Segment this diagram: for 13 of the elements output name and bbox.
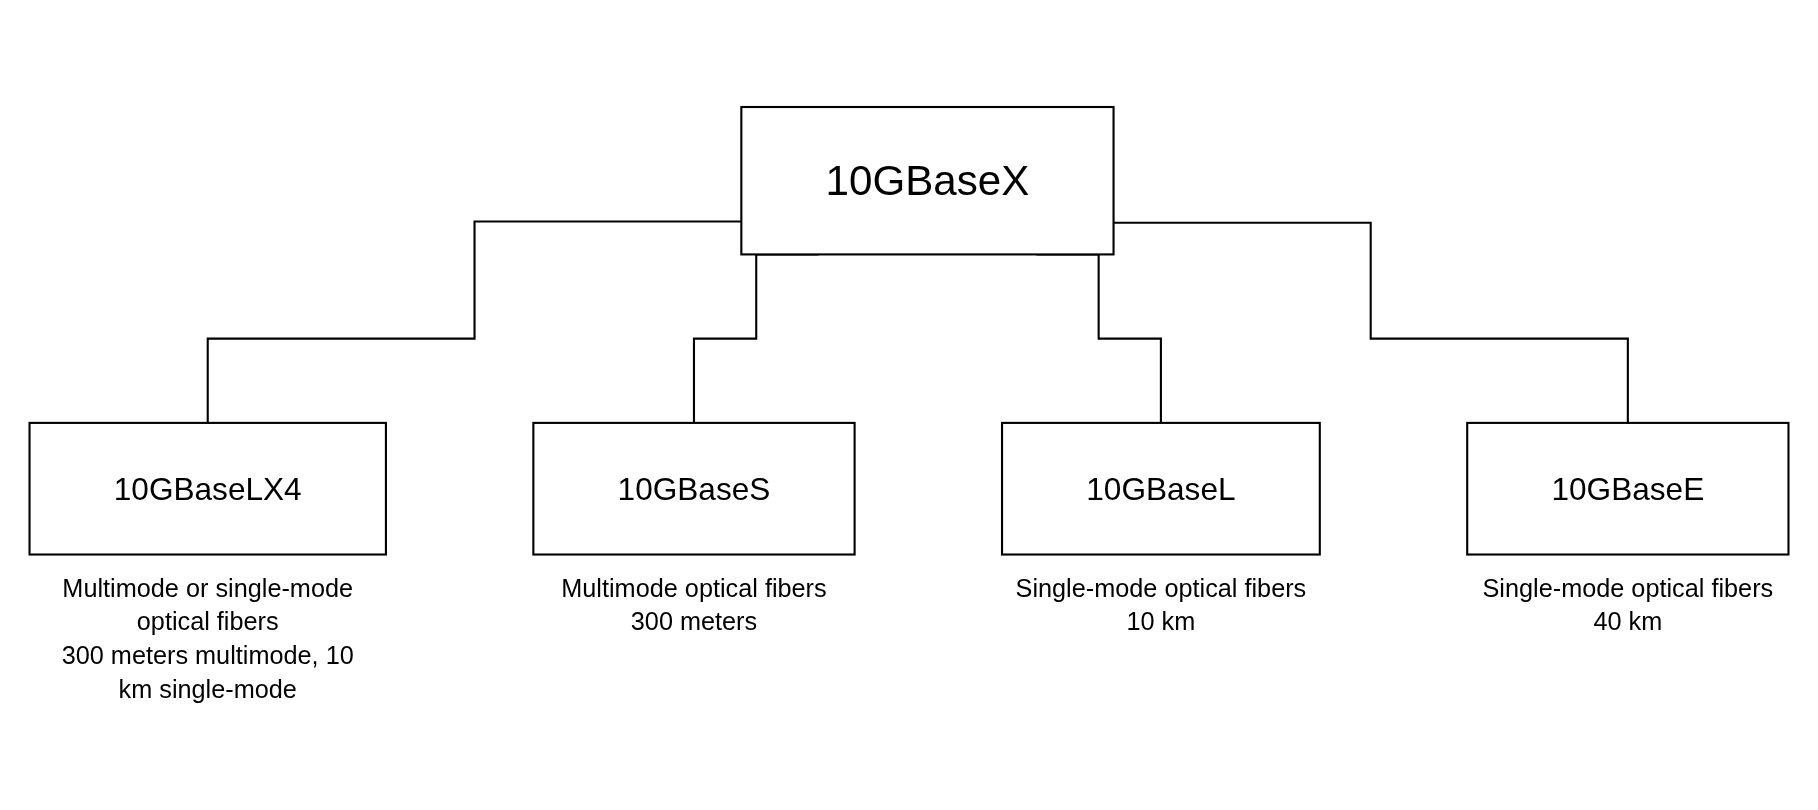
- node-caption: Single-mode optical fibers: [1482, 573, 1774, 602]
- node-caption: 300 meters multimode, 10 km single-mode: [61, 641, 354, 703]
- node-box: 10GBaseS: [532, 421, 856, 556]
- node-box: 10GBaseE: [1466, 421, 1790, 556]
- node-caption: Multimode or single-mode optical fibers: [62, 573, 354, 636]
- node-caption: 300 meters: [630, 607, 758, 636]
- node-box: 10GBaseL: [1000, 421, 1321, 556]
- node-caption: Single-mode optical fibers: [1015, 573, 1307, 602]
- node-caption: 40 km: [1593, 607, 1663, 636]
- node-box: 10GBaseX: [740, 105, 1115, 256]
- node-box: 10GBaseLX4: [28, 421, 387, 556]
- node-caption: 10 km: [1126, 607, 1196, 636]
- node-caption: Multimode optical fibers: [561, 573, 827, 602]
